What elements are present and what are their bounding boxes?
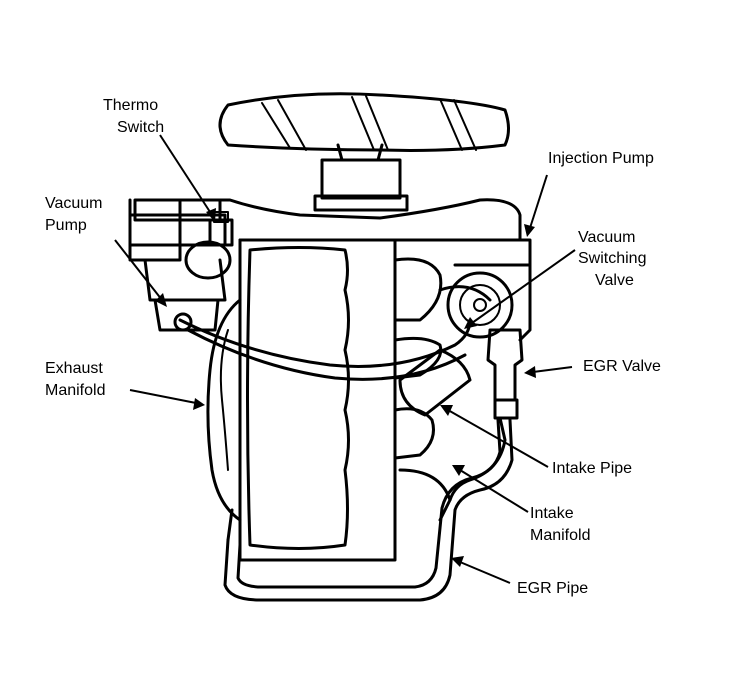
vacuum-switching-valve-label: Vacuum Switching Valve: [578, 229, 651, 289]
thermo-switch-label: Thermo Switch: [103, 97, 164, 136]
labels: Thermo Switch Vacuum Pump Exhaust Manifo…: [45, 97, 661, 597]
intake-pipe-part: [398, 348, 472, 417]
egr-pipe-label: EGR Pipe: [517, 580, 588, 597]
egr-pipe-part: [223, 418, 514, 602]
vacuum-hoses: [173, 312, 472, 381]
intake-manifold-label: Intake Manifold: [530, 505, 590, 544]
intake-pipe-label: Intake Pipe: [552, 460, 632, 477]
egr-valve-part: [448, 328, 524, 502]
leader-lines: [114, 134, 576, 584]
exhaust-manifold-label: Exhaust Manifold: [45, 360, 107, 399]
cooling-fan: [218, 92, 510, 212]
injection-pump-label: Injection Pump: [548, 150, 654, 167]
vacuum-pump-label: Vacuum Pump: [45, 195, 107, 234]
engine-block: [206, 238, 532, 562]
egr-valve-label: EGR Valve: [583, 358, 661, 375]
